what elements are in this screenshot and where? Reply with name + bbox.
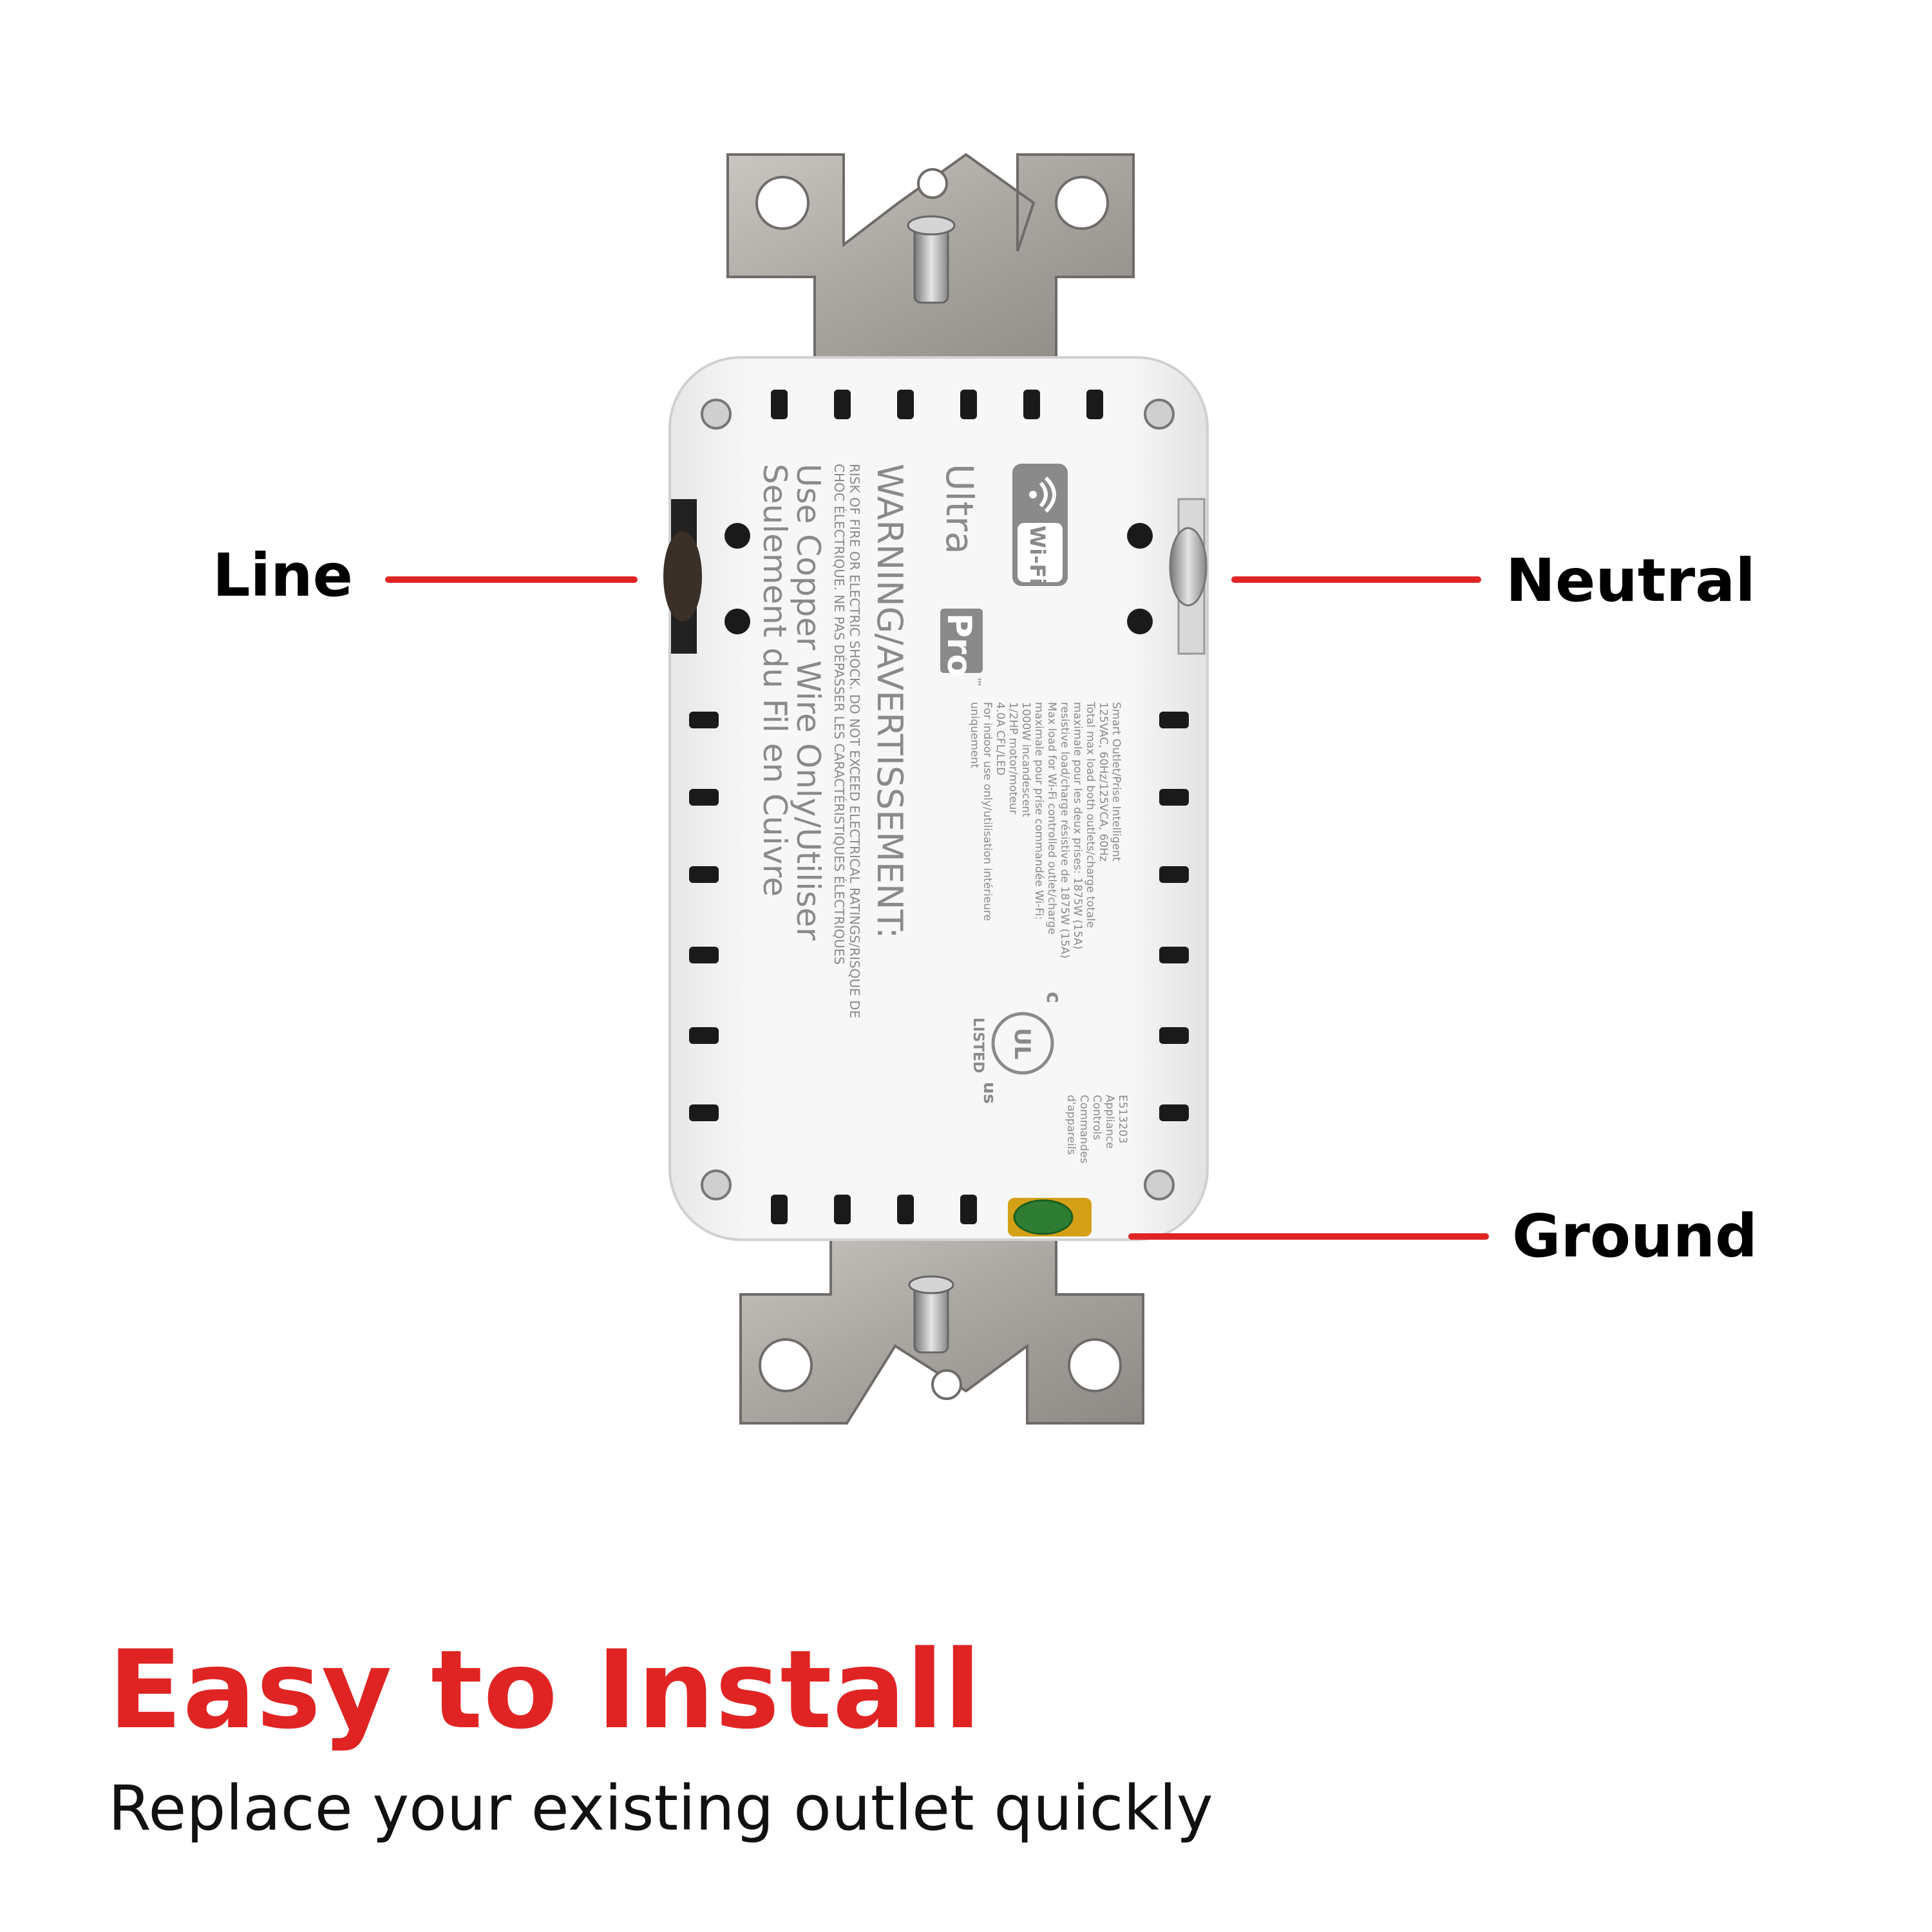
brand-name-bold: Pro (940, 613, 978, 677)
brand-name-light: Ultra (938, 464, 981, 554)
warning-title: WARNING/AVERTISSEMENT: (869, 464, 910, 939)
wifi-icon (1039, 476, 1056, 513)
strap-hole-icon (917, 168, 948, 199)
strap-hole-icon (931, 1369, 962, 1400)
line-pointer (385, 576, 638, 583)
ground-label: Ground (1512, 1202, 1757, 1271)
subheadline: Replace your existing outlet quickly (108, 1772, 1213, 1844)
ul-logo: UL (1009, 1028, 1035, 1059)
spec-text: Smart Outlet/Prise Intelligent 125VAC, 6… (968, 701, 1122, 958)
top-mounting-strap (726, 153, 1135, 362)
strap-hole-icon (755, 176, 810, 230)
ul-c: c (1042, 992, 1065, 1003)
warning-line: Use Copper Wire Only/Utiliser (790, 464, 827, 941)
ul-listed: LISTED (970, 1018, 986, 1073)
ul-us: us (980, 1082, 999, 1104)
neutral-label: Neutral (1506, 546, 1756, 615)
headline: Easy to Install (108, 1627, 982, 1753)
cert-line: Controls (1090, 1095, 1103, 1140)
wifi-badge-label: Wi-Fi (1025, 526, 1050, 585)
spec-line: For indoor use only/utilisation intérieu… (981, 702, 994, 921)
warning-line: RISK OF FIRE OR ELECTRIC SHOCK. DO NOT E… (847, 464, 862, 1018)
spec-line: 4.0A CFL/LED (994, 702, 1007, 775)
cert-line: Appliance (1103, 1095, 1116, 1149)
strap-hole-icon (1055, 176, 1109, 230)
spec-line: Max load for Wi-Fi controlled outlet/cha… (1045, 702, 1058, 934)
bottom-mounting-strap (739, 1229, 1144, 1425)
line-label: Line (213, 541, 354, 610)
warning-line: Seulement du Fil en Cuivre (756, 464, 793, 896)
warning-text: RISK OF FIRE OR ELECTRIC SHOCK. DO NOT E… (756, 464, 862, 1018)
certification-text: E513203 Appliance Controls Commandes d'a… (1065, 1095, 1129, 1164)
ground-pointer (1128, 1233, 1489, 1240)
neutral-terminal-screw-icon (1169, 498, 1208, 655)
housing-corner-screws (701, 399, 1175, 1200)
strap-hole-icon (1068, 1338, 1122, 1392)
cert-line: E513203 (1116, 1095, 1129, 1144)
spec-line: 1000W incandescent (1019, 702, 1032, 817)
ground-terminal-screw-icon (1008, 1198, 1092, 1236)
spec-line: Smart Outlet/Prise Intelligent (1110, 702, 1122, 862)
cert-line: d'appareils (1065, 1095, 1077, 1155)
vent-slots-top (771, 390, 1103, 419)
strap-hole-icon (759, 1338, 813, 1392)
cert-line: Commandes (1077, 1095, 1090, 1164)
neutral-pointer (1231, 576, 1481, 583)
spec-line: 125VAC, 60Hz/125VCA, 60Hz (1097, 702, 1110, 862)
vent-slots-bottom (771, 1195, 977, 1224)
vent-slots-right (1159, 712, 1189, 1121)
spec-line: uniquement (968, 702, 981, 768)
wifi-badge: Wi-Fi (1012, 464, 1068, 586)
spec-line: maximale pour les deux prises: 1875W (15… (1071, 702, 1084, 949)
outlet-housing: Ultra Pro ™ Wi-Fi WARNING/AVERTISSEMENT:… (663, 356, 1209, 1241)
spec-line: maximale pour prise commandée Wi-Fi: (1032, 702, 1045, 920)
vent-slots-left (689, 712, 719, 1121)
spec-line: 1/2HP motor/moteur (1007, 702, 1019, 814)
spec-line: Total max load both outlets/charge total… (1084, 701, 1097, 928)
backwire-holes (724, 523, 1153, 634)
spec-line: resistive load/charge résistive de 1875W… (1058, 702, 1071, 958)
line-terminal-screw-icon (663, 499, 702, 654)
mounting-screw-icon (913, 224, 949, 304)
brand-logo: Ultra Pro ™ (938, 464, 983, 688)
trademark-symbol: ™ (969, 676, 983, 688)
ul-listed-mark: c UL us LISTED (970, 992, 1065, 1104)
warning-line: CHOC ÉLECTRIQUE. NE PAS DÉPASSER LES CAR… (831, 464, 847, 965)
